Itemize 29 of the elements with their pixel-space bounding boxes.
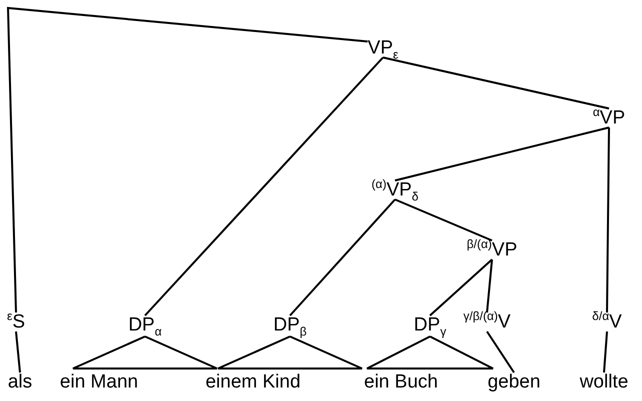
word-label: einem Kind bbox=[205, 372, 301, 392]
tree-branch bbox=[394, 126, 610, 182]
tree-node-label: $^{δ/α}$V bbox=[592, 312, 622, 332]
tree-node-label: $^{α}$VP bbox=[592, 108, 626, 128]
triangle-branch bbox=[72, 335, 218, 370]
tree-branch bbox=[486, 330, 515, 374]
tree-branch bbox=[486, 259, 493, 313]
tree-branch bbox=[15, 331, 21, 373]
word-label: ein Buch bbox=[364, 372, 438, 392]
triangle-branch bbox=[217, 335, 363, 370]
triangle-branch bbox=[366, 335, 494, 370]
word-label: geben bbox=[488, 372, 540, 392]
word-label: wollte bbox=[580, 372, 628, 392]
tree-node-label: $^{ε}$S bbox=[6, 312, 26, 332]
tree-branch bbox=[289, 198, 396, 316]
word-label: ein Mann bbox=[60, 372, 138, 392]
tree-branch bbox=[144, 56, 384, 316]
tree-branch bbox=[606, 127, 610, 313]
tree-node-label: $^{γ/β/(α)}$V bbox=[463, 312, 511, 332]
tree-branch bbox=[6, 6, 368, 313]
tree-node-label: $^{(α)}$VP$_{δ}$ bbox=[372, 180, 418, 200]
tree-node-label: $^{β/(α)}$VP bbox=[466, 240, 518, 260]
tree-branch bbox=[382, 56, 610, 110]
word-label: als bbox=[8, 372, 32, 392]
tree-branch bbox=[603, 331, 608, 373]
tree-node-label: DP$_{α}$ bbox=[128, 316, 162, 334]
tree-branch bbox=[394, 198, 492, 242]
tree-node-label: VP$_{ε}$ bbox=[368, 38, 398, 58]
tree-branch bbox=[429, 258, 493, 316]
